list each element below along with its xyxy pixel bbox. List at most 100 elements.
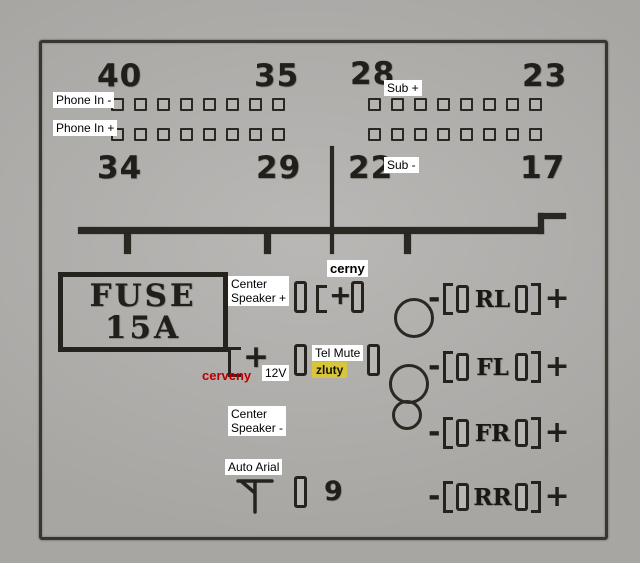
pin-number-35: 35 xyxy=(254,58,300,94)
pin-square xyxy=(483,128,496,141)
annotation-center-speaker-plus: Center Speaker + xyxy=(228,276,290,306)
annotation-tel-mute: Tel Mute xyxy=(312,345,364,361)
annotation-phone-in-minus: Phone In - xyxy=(53,92,115,108)
speaker-label-fl: FL xyxy=(476,353,509,381)
pin-square xyxy=(483,98,496,111)
terminal-bracket-right xyxy=(531,283,542,315)
terminal-bracket-left xyxy=(443,283,454,315)
terminal-bracket-right xyxy=(531,481,542,513)
pin-square xyxy=(180,128,193,141)
annotation-12v: 12V xyxy=(262,365,290,381)
center-speaker-minus-line2: Speaker - xyxy=(231,421,284,435)
terminal-pin xyxy=(515,419,529,447)
connector-step-riser xyxy=(538,213,544,234)
pin-square xyxy=(203,128,216,141)
pin-square xyxy=(391,128,404,141)
pin-square xyxy=(180,98,193,111)
connector-mount-stub xyxy=(404,234,411,254)
terminal-pin xyxy=(515,483,529,511)
terminal-pin xyxy=(294,344,307,376)
center-speaker-minus-line1: Center xyxy=(231,407,268,421)
terminal-pin xyxy=(294,281,307,313)
terminal-pin xyxy=(351,281,364,313)
plus-sign: + xyxy=(544,479,570,514)
speaker-label-fr: FR xyxy=(474,419,511,447)
fuse-box: FUSE 15A xyxy=(58,272,228,352)
annotation-center-speaker-minus: Center Speaker - xyxy=(228,406,287,436)
pin-square-row-bottom-left xyxy=(111,128,285,141)
terminal-pin xyxy=(294,476,307,508)
minus-sign: - xyxy=(428,281,441,316)
power-bracket xyxy=(316,285,327,313)
pin-square xyxy=(249,98,262,111)
pin-number-17: 17 xyxy=(520,150,566,186)
pin-square xyxy=(134,128,147,141)
power-bracket xyxy=(228,347,241,377)
connector-circle xyxy=(392,400,422,430)
terminal-pin xyxy=(456,483,470,511)
pin-square xyxy=(529,128,542,141)
terminal-bracket-left xyxy=(443,481,454,513)
terminal-pin xyxy=(515,353,529,381)
pin-square xyxy=(272,98,285,111)
fuse-rating: 15A xyxy=(104,310,182,346)
connector-divider-line xyxy=(330,146,334,254)
diagram-frame xyxy=(39,40,608,540)
terminal-bracket-right xyxy=(531,351,542,383)
annotation-sub-minus: Sub - xyxy=(384,157,419,173)
pin-square xyxy=(203,98,216,111)
speaker-row-rr: - RR + xyxy=(428,480,570,514)
pin-square-row-top-left xyxy=(111,98,285,111)
pin-square xyxy=(506,128,519,141)
pin-square xyxy=(437,98,450,111)
annotation-cerveny-wire: cerveny xyxy=(202,368,252,383)
pin-number-34: 34 xyxy=(97,150,143,186)
pin-square xyxy=(414,98,427,111)
pin-number-29: 29 xyxy=(256,150,302,186)
pin-square xyxy=(368,98,381,111)
pin-square xyxy=(157,98,170,111)
pin-square xyxy=(414,128,427,141)
minus-sign: - xyxy=(428,349,441,384)
annotation-auto-arial: Auto Arial xyxy=(225,459,283,475)
connector-step-top xyxy=(538,213,566,219)
terminal-bracket-left xyxy=(443,417,454,449)
pin-square xyxy=(460,98,473,111)
pin-number-40: 40 xyxy=(97,58,143,94)
pin-square xyxy=(226,128,239,141)
terminal-pin xyxy=(456,285,470,313)
plus-sign: + xyxy=(329,280,352,311)
connector-mount-stub xyxy=(264,234,271,254)
annotation-sub-plus: Sub + xyxy=(384,80,422,96)
speaker-row-fr: - FR + xyxy=(428,416,570,450)
annotation-zluty-wire: zluty xyxy=(312,362,348,378)
terminal-pin xyxy=(456,353,470,381)
connector-mount-stub xyxy=(124,234,131,254)
terminal-bracket-right xyxy=(531,417,542,449)
connector-body-bar xyxy=(78,227,544,234)
pin-number-23: 23 xyxy=(522,58,568,94)
pin-square xyxy=(368,128,381,141)
fuse-label: FUSE xyxy=(89,278,197,314)
terminal-pin xyxy=(367,344,380,376)
terminal-pin xyxy=(456,419,470,447)
connector-circle xyxy=(394,298,434,338)
center-speaker-plus-line2: Speaker + xyxy=(231,291,287,305)
plus-sign: + xyxy=(544,349,570,384)
speaker-row-fl: - FL + xyxy=(428,350,570,384)
pin-square xyxy=(391,98,404,111)
annotation-phone-in-plus: Phone In + xyxy=(53,120,118,136)
terminal-pin xyxy=(515,285,529,313)
pin-square xyxy=(272,128,285,141)
antenna-icon xyxy=(236,479,274,514)
speaker-label-rr: RR xyxy=(473,483,512,511)
pin-square xyxy=(529,98,542,111)
connector-circle xyxy=(389,364,429,404)
pin-square xyxy=(506,98,519,111)
plus-sign: + xyxy=(544,281,570,316)
pin-square xyxy=(226,98,239,111)
pin-square-row-bottom-right xyxy=(368,128,542,141)
minus-sign: - xyxy=(428,479,441,514)
speaker-row-rl: - RL + xyxy=(428,282,570,316)
